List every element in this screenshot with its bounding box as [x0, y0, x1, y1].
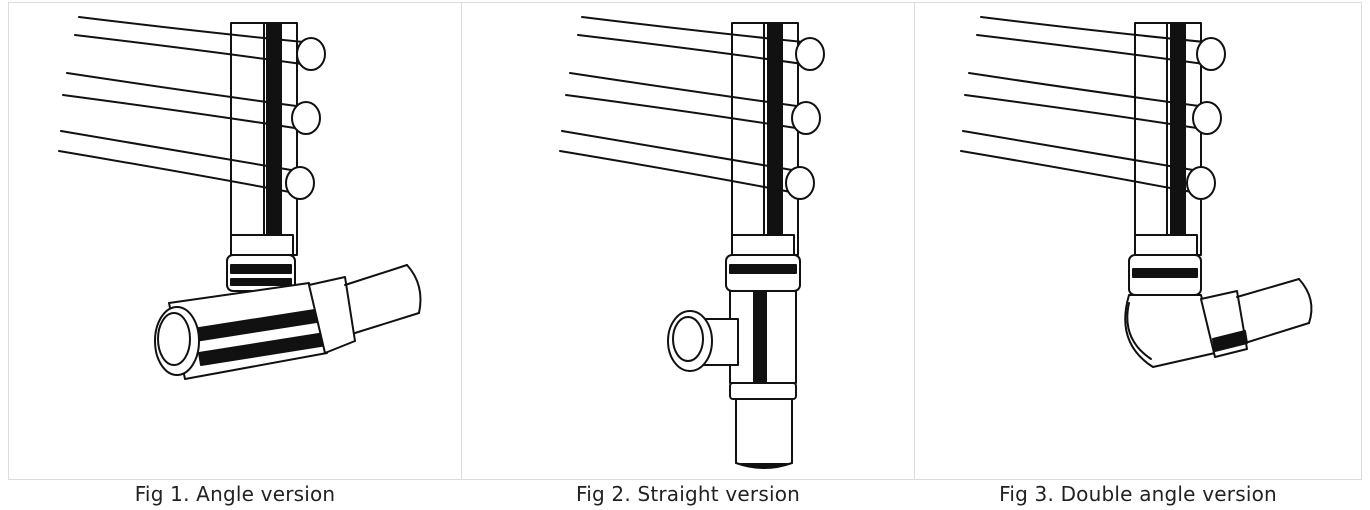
- straight-valve-illustration: [559, 16, 825, 469]
- angle-valve-illustration: [58, 16, 422, 380]
- figure-panel-straight: [461, 2, 915, 480]
- figure-caption-double-angle: Fig 3. Double angle version: [999, 482, 1277, 506]
- figure-caption-straight: Fig 2. Straight version: [575, 482, 801, 506]
- double-angle-valve-illustration: [960, 16, 1313, 368]
- figure-panel-angle: [8, 2, 462, 480]
- figure-caption-angle: Fig 1. Angle version: [134, 482, 336, 506]
- figure-panel-double-angle: [914, 2, 1362, 480]
